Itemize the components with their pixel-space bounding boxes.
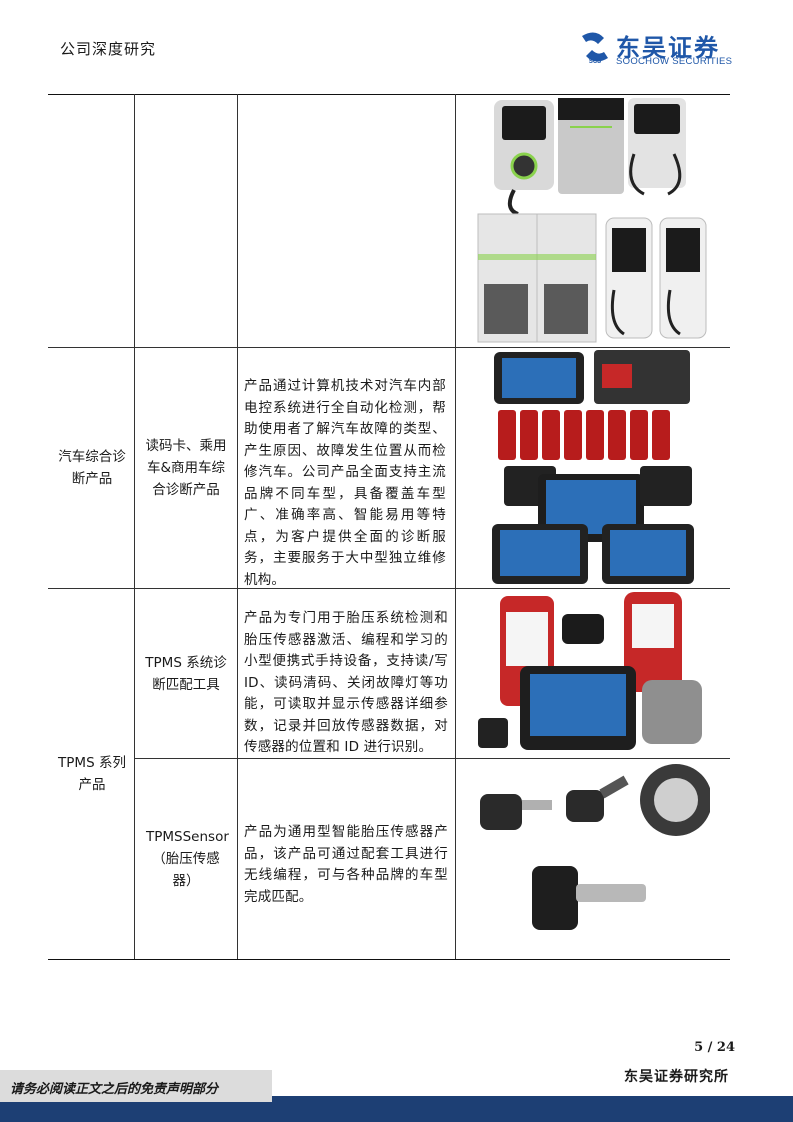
scs-logo-icon: SCS (582, 32, 608, 64)
table-bottom-border (48, 959, 730, 960)
svg-text:SCS: SCS (589, 59, 601, 64)
disclaimer-text: 请务必阅读正文之后的免责声明部分 (10, 1082, 219, 1097)
product-cell-wrap: TPMS 系统诊断匹配工具 (136, 589, 236, 758)
ev-charger-products-image (474, 94, 710, 346)
tpms-sensors-image (470, 760, 710, 958)
report-type-label: 公司深度研究 (60, 40, 157, 58)
column-divider (134, 94, 135, 959)
diagnostic-tablets-image (490, 348, 696, 588)
logo-english-name: SOOCHOW SECURITIES (616, 56, 733, 67)
table-row: 汽车综合诊断产品 (50, 348, 134, 588)
column-divider (237, 94, 238, 959)
table-top-border (48, 94, 730, 95)
category-cell: 汽车综合诊断产品 (58, 449, 126, 487)
table-row: TPMS 系列产品 (50, 589, 134, 959)
description-cell: 产品为通用型智能胎压传感器产品，该产品可通过配套工具进行无线编程，可与各种品牌的… (244, 824, 448, 905)
soochow-logo: SCS 东吴证券 SOOCHOW SECURITIES (578, 28, 738, 68)
product-cell: 读码卡、乘用车&商用车综合诊断产品 (145, 438, 227, 498)
product-cell-wrap: TPMSSensor（胎压传感器） (136, 759, 236, 959)
page-number: 5 / 24 (694, 1040, 735, 1055)
product-cell: TPMSSensor（胎压传感器） (146, 829, 229, 889)
description-cell: 产品通过计算机技术对汽车内部电控系统进行全自动化检测，帮助使用者了解汽车故障的类… (244, 378, 446, 588)
institute-name: 东吴证券研究所 (624, 1069, 729, 1085)
logo-chinese-name: 东吴证券 (616, 34, 720, 62)
category-cell: TPMS 系列产品 (58, 755, 126, 793)
description-cell: 产品为专门用于胎压系统检测和胎压传感器激活、编程和学习的小型便携式手持设备，支持… (244, 610, 448, 755)
row-divider (48, 588, 730, 589)
tpms-tools-image (474, 590, 710, 756)
row-divider (48, 347, 730, 348)
product-cell-wrap: 读码卡、乘用车&商用车综合诊断产品 (136, 348, 236, 588)
column-divider (455, 94, 456, 959)
product-cell: TPMS 系统诊断匹配工具 (145, 654, 227, 693)
disclaimer-notice: 请务必阅读正文之后的免责声明部分 (0, 1070, 272, 1102)
row-divider (134, 758, 730, 759)
